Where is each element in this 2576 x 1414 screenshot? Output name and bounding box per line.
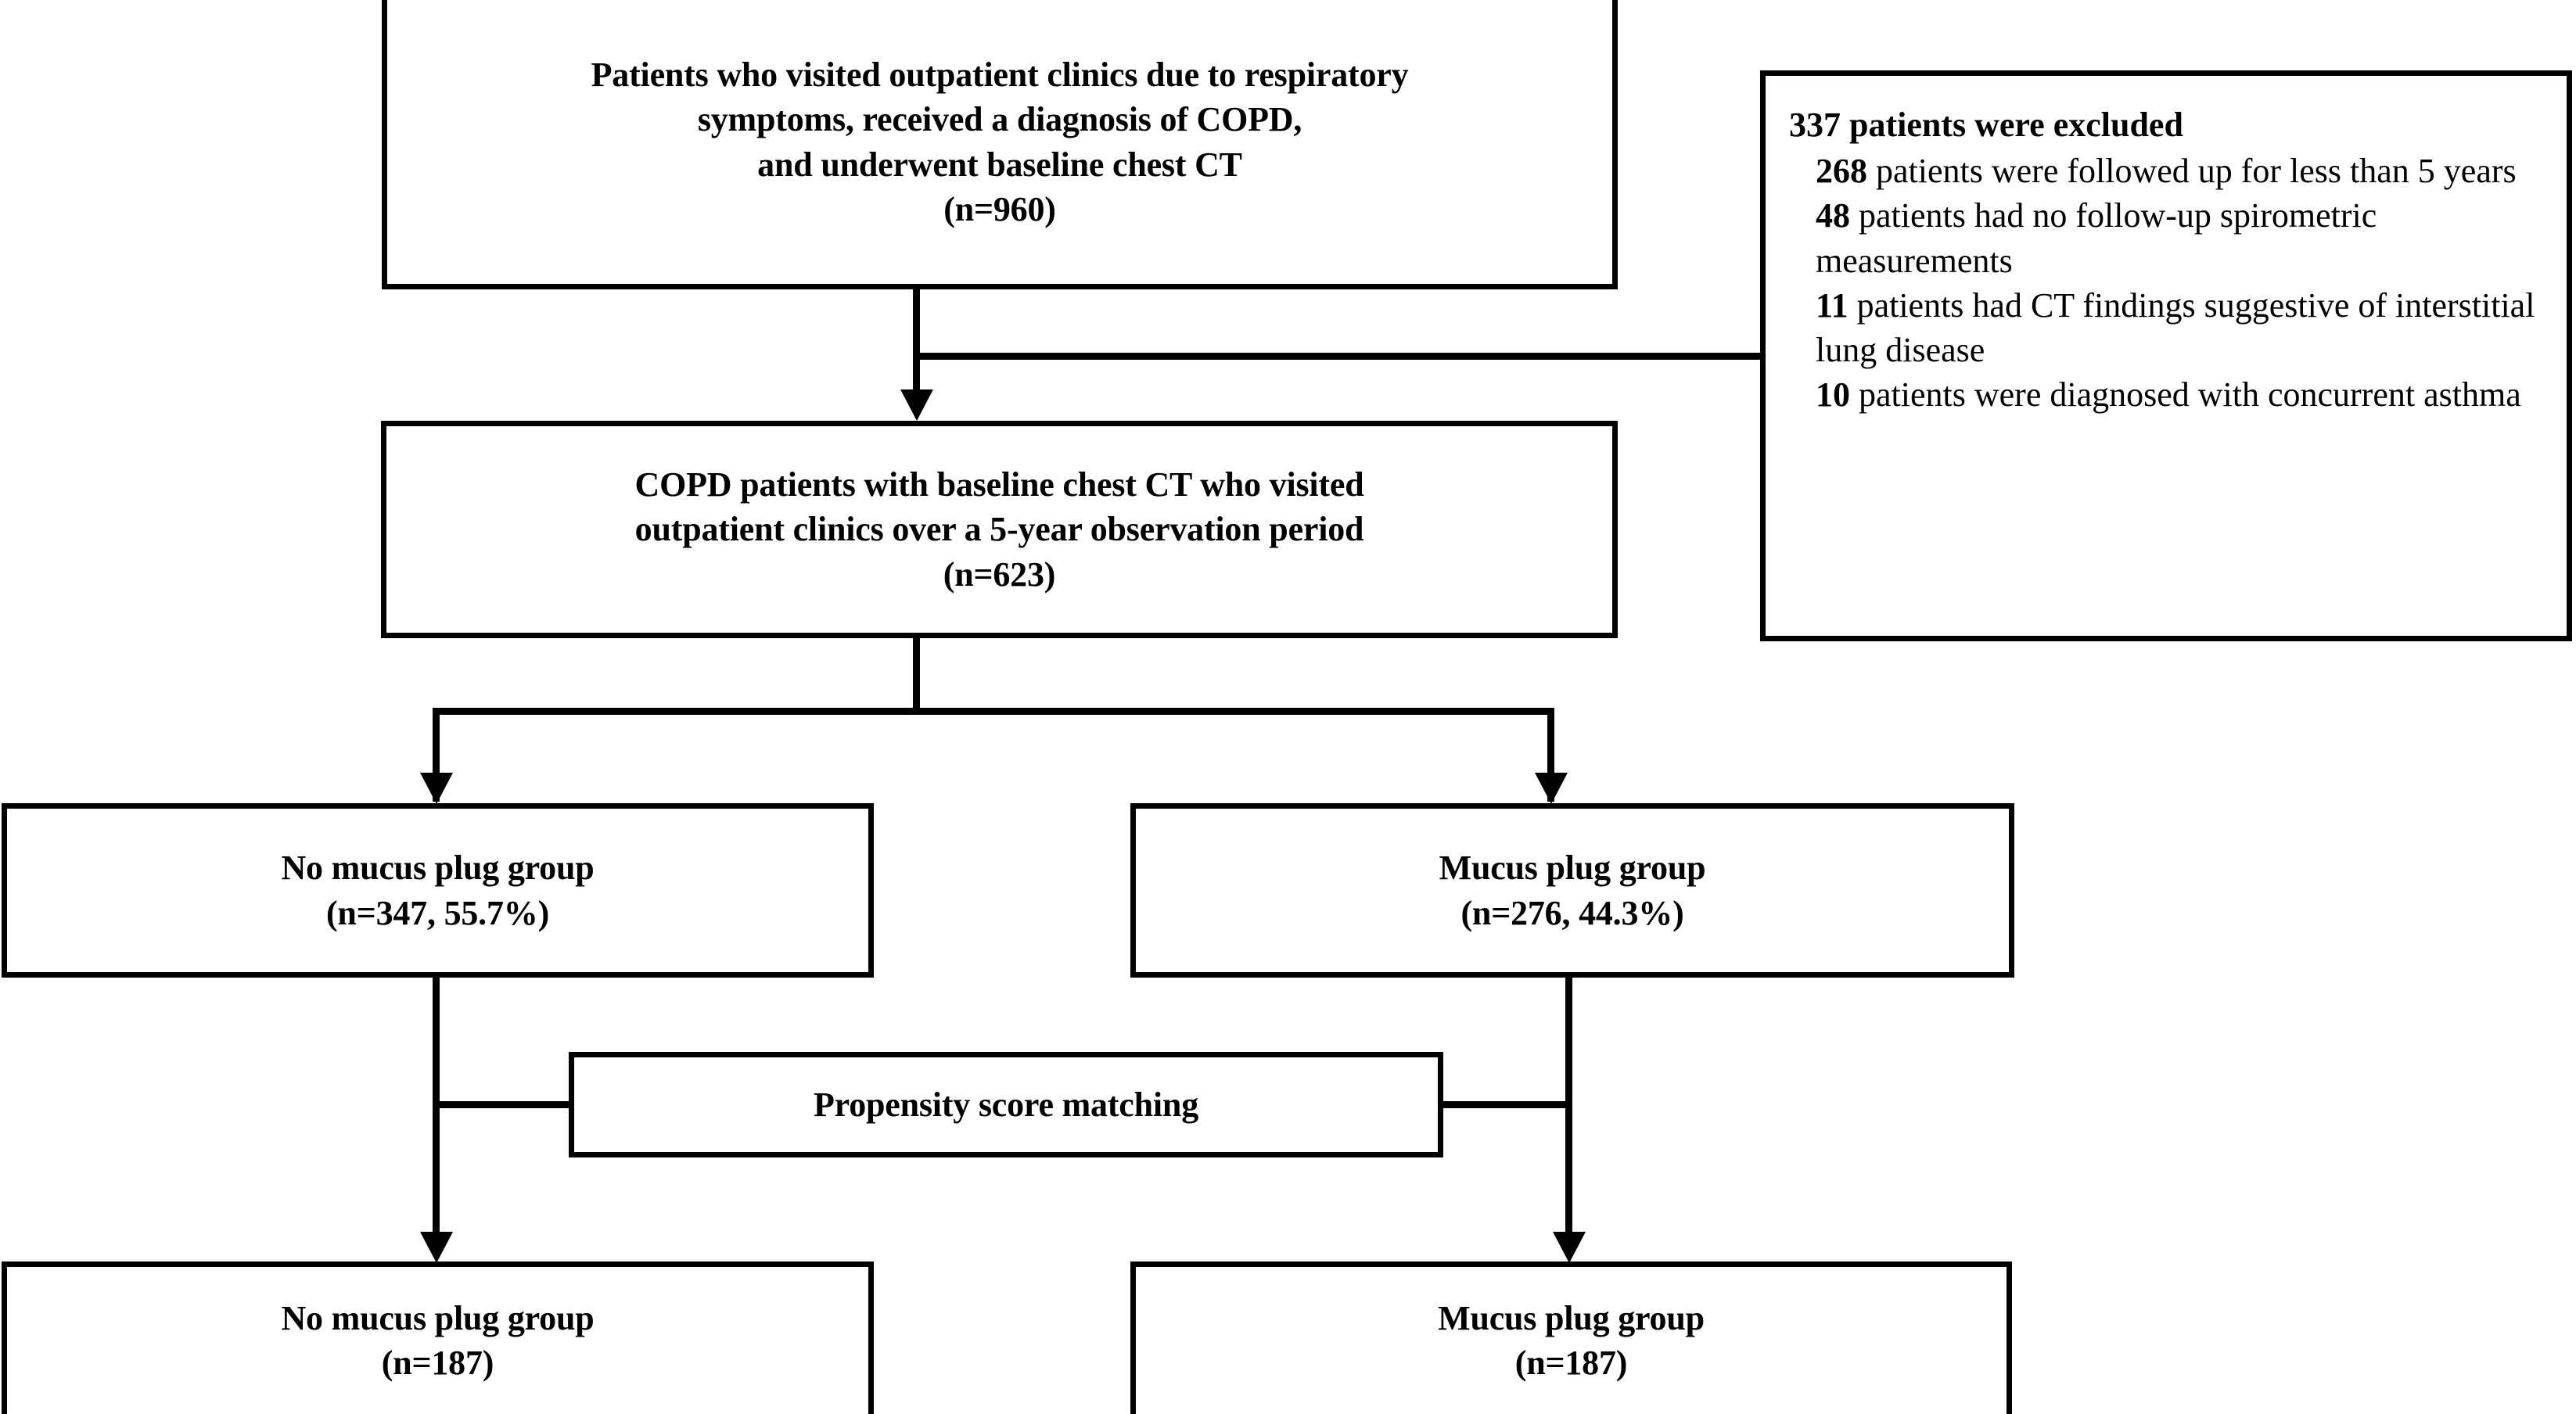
box-no-mucus-prematch-count: (n=347, 55.7%) bbox=[325, 893, 550, 932]
exclusion-item-text: patients had CT findings suggestive of i… bbox=[1816, 285, 2535, 369]
box-enrollment-count: (n=960) bbox=[943, 189, 1056, 228]
exclusion-heading: 337 patients were excluded bbox=[1789, 106, 2183, 144]
box-no-mucus-plug-group-prematch: No mucus plug group (n=347, 55.7%) bbox=[2, 803, 874, 978]
box-no-mucus-prematch-title: No mucus plug group bbox=[281, 849, 595, 888]
exclusion-item: 10 patients were diagnosed with concurre… bbox=[1789, 372, 2546, 417]
box-no-mucus-prematch-text: No mucus plug group (n=347, 55.7%) bbox=[7, 845, 868, 935]
arrowhead-mucus-pre bbox=[1535, 773, 1568, 804]
box-propensity-score-matching: Propensity score matching bbox=[569, 1052, 1443, 1157]
box-mucus-prematch-count: (n=276, 44.3%) bbox=[1460, 893, 1684, 932]
exclusion-item: 48 patients had no follow-up spirometric… bbox=[1789, 193, 2546, 282]
connector-exclusion-horizontal bbox=[913, 353, 1762, 360]
box-mucus-prematch-title: Mucus plug group bbox=[1439, 849, 1706, 888]
connector-split-left-drop bbox=[433, 708, 440, 802]
arrowhead-mucus-post bbox=[1553, 1232, 1586, 1263]
exclusion-item-text: patients were diagnosed with concurrent … bbox=[1850, 375, 2521, 415]
box-enrollment-line2: symptoms, received a diagnosis of COPD, bbox=[697, 100, 1302, 139]
box-exclusion-text: 337 patients were excluded 268 patients … bbox=[1766, 76, 2567, 425]
arrowhead-no-mucus-pre bbox=[420, 773, 453, 804]
box-eligible-count: (n=623) bbox=[943, 554, 1056, 594]
exclusion-item-count: 11 bbox=[1816, 285, 1848, 325]
connector-split-right-drop bbox=[1547, 708, 1554, 802]
arrowhead-eligible bbox=[900, 389, 933, 421]
box-no-mucus-matched-count: (n=187) bbox=[381, 1344, 494, 1382]
exclusion-item-text: patients were followed up for less than … bbox=[1867, 152, 2517, 191]
box-no-mucus-plug-group-matched: No mucus plug group (n=187) bbox=[2, 1261, 874, 1414]
connector-eligible-split-stem bbox=[913, 638, 920, 713]
box-exclusion: 337 patients were excluded 268 patients … bbox=[1760, 70, 2572, 641]
box-matching-label: Propensity score matching bbox=[814, 1085, 1198, 1124]
box-mucus-matched-count: (n=187) bbox=[1514, 1344, 1628, 1382]
exclusion-item: 268 patients were followed up for less t… bbox=[1789, 149, 2546, 193]
box-enrollment: Patients who visited outpatient clinics … bbox=[382, 0, 1618, 289]
box-eligible-line2: outpatient clinics over a 5-year observa… bbox=[634, 510, 1364, 549]
box-eligible-line1: COPD patients with baseline chest CT who… bbox=[634, 465, 1364, 504]
box-mucus-matched-title: Mucus plug group bbox=[1438, 1298, 1705, 1337]
connector-psm-stub-right bbox=[1439, 1101, 1572, 1108]
box-enrollment-line1: Patients who visited outpatient clinics … bbox=[591, 56, 1409, 95]
exclusion-item-count: 10 bbox=[1816, 375, 1850, 415]
box-eligible-text: COPD patients with baseline chest CT who… bbox=[386, 462, 1612, 597]
box-enrollment-text: Patients who visited outpatient clinics … bbox=[387, 52, 1612, 231]
exclusion-item-count: 268 bbox=[1816, 152, 1867, 191]
arrowhead-no-mucus-post bbox=[420, 1232, 453, 1263]
connector-enrollment-to-eligible-stem bbox=[913, 289, 920, 399]
exclusion-item-text: patients had no follow-up spirometric me… bbox=[1816, 196, 2377, 280]
exclusion-item-count: 48 bbox=[1816, 196, 1850, 235]
exclusion-item: 11 patients had CT findings suggestive o… bbox=[1789, 283, 2546, 372]
box-no-mucus-matched-title: No mucus plug group bbox=[281, 1298, 595, 1337]
box-mucus-plug-group-prematch: Mucus plug group (n=276, 44.3%) bbox=[1130, 803, 2014, 978]
box-eligible: COPD patients with baseline chest CT who… bbox=[381, 421, 1618, 638]
box-enrollment-line3: and underwent baseline chest CT bbox=[757, 145, 1242, 184]
box-no-mucus-matched-text: No mucus plug group (n=187) bbox=[7, 1296, 868, 1385]
connector-psm-stub-left bbox=[433, 1101, 574, 1108]
box-mucus-prematch-text: Mucus plug group (n=276, 44.3%) bbox=[1136, 845, 2009, 935]
box-mucus-matched-text: Mucus plug group (n=187) bbox=[1136, 1296, 2007, 1385]
box-matching-text: Propensity score matching bbox=[574, 1082, 1438, 1127]
box-mucus-plug-group-matched: Mucus plug group (n=187) bbox=[1130, 1261, 2012, 1414]
connector-split-bar bbox=[433, 708, 1554, 715]
